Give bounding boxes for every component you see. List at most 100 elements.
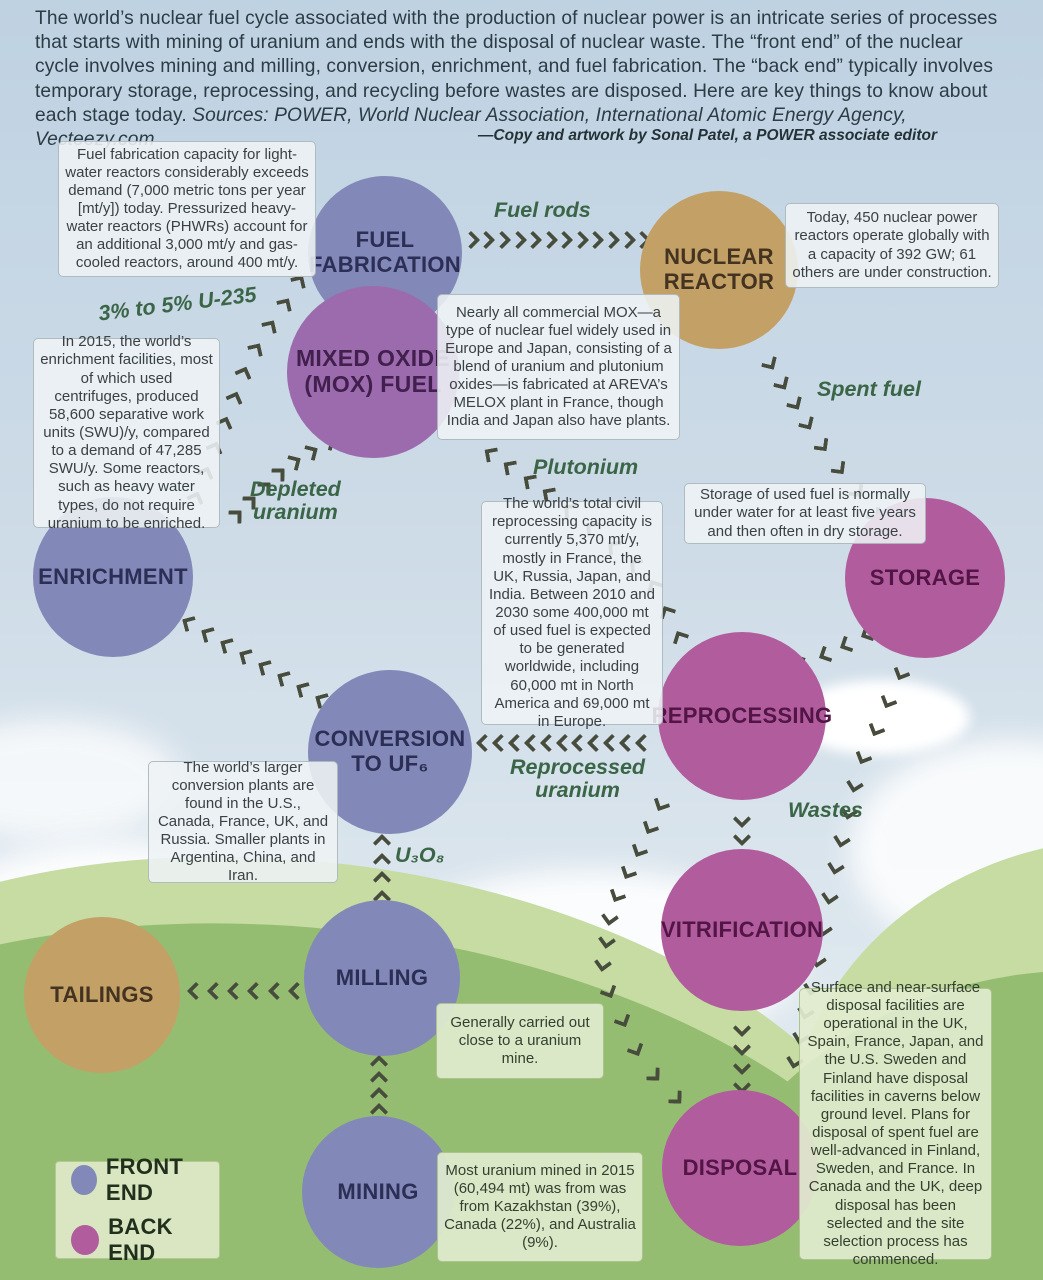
chevron-icon (247, 342, 263, 359)
chevron-icon (646, 1066, 660, 1081)
note-text-conversion: The world’s larger conversion plants are… (157, 758, 329, 885)
chevron-icon (484, 447, 500, 463)
legend-swatch-front-end (71, 1165, 97, 1195)
chevron-icon (618, 733, 638, 753)
legend-item-front-end: FRONT END (56, 1154, 219, 1206)
note-mining: Most uranium mined in 2015 (60,494 mt) w… (437, 1152, 643, 1262)
chevron-icon (200, 626, 217, 643)
chevron-icon (603, 733, 622, 753)
chevron-icon (587, 733, 606, 753)
node-tailings: TAILINGS (24, 917, 180, 1073)
flow-label-depleted-uranium: Depleted uranium (250, 477, 341, 524)
note-text-storage: Storage of used fuel is normally under w… (694, 486, 916, 540)
chevron-icon (668, 1089, 682, 1104)
legend: FRONT END BACK END (55, 1154, 220, 1265)
chevron-icon (761, 354, 777, 370)
chevron-icon (258, 659, 275, 676)
chevron-icon (798, 414, 814, 430)
note-nuclear-reactor: Today, 450 nuclear power reactors operat… (785, 203, 999, 288)
chevron-icon (634, 733, 654, 753)
chevron-icon (833, 829, 852, 848)
chevron-icon (830, 459, 846, 474)
chevron-icon (507, 733, 526, 753)
note-text-milling: Generally carried out close to a uranium… (450, 1013, 590, 1068)
chevron-icon (228, 510, 242, 524)
chevron-icon (820, 886, 840, 905)
chevron-icon (827, 857, 846, 876)
note-text-nuclear-reactor: Today, 450 nuclear power reactors operat… (792, 209, 992, 281)
chevron-icon (785, 394, 802, 410)
flow-label-u3o8: U₃O₈ (395, 843, 445, 867)
note-text-fuel-fabrication: Fuel fabrication capacity for light-wate… (65, 145, 309, 272)
flow-label-plutonium: Plutonium (533, 455, 639, 479)
flow-label-fuel-rods: Fuel rods (494, 198, 591, 222)
node-disposal: DISPOSAL (662, 1090, 818, 1246)
node-reprocessing: REPROCESSING (652, 632, 832, 800)
chevron-icon (302, 445, 319, 461)
chevron-icon (773, 374, 790, 390)
chevron-icon (277, 670, 294, 687)
node-label-disposal: DISPOSAL (682, 1154, 798, 1180)
chevron-icon (631, 840, 649, 857)
node-nuclear-reactor: NUCLEAR REACTOR (640, 191, 798, 349)
note-enrichment: In 2015, the world’s enrichment faciliti… (33, 333, 220, 532)
node-label-enrichment: ENRICHMENT (38, 563, 188, 589)
node-label-fuel-fabrication: FUEL FABRICATION (309, 227, 461, 277)
note-conversion: The world’s larger conversion plants are… (148, 758, 338, 885)
note-reprocessing: The world’s total civil reprocessing cap… (481, 495, 663, 730)
byline: —Copy and artwork by Sonal Patel, a POWE… (477, 127, 937, 144)
chevron-icon (732, 809, 752, 829)
chevron-icon (238, 648, 255, 665)
legend-label-back-end: BACK END (108, 1214, 173, 1265)
intro-text: The world’s nuclear fuel cycle associate… (35, 8, 998, 126)
node-label-mox-fuel: MIXED OXIDE (MOX) FUEL (295, 345, 451, 397)
chevron-icon (818, 646, 836, 663)
node-vitrification: VITRIFICATION (661, 849, 823, 1011)
chevron-icon (261, 320, 278, 337)
chevron-icon (275, 297, 292, 314)
note-fuel-fabrication: Fuel fabrication capacity for light-wate… (58, 141, 316, 277)
node-label-storage: STORAGE (869, 564, 981, 590)
chevron-icon (290, 275, 306, 292)
chevron-icon (654, 795, 671, 812)
legend-label-front-end: FRONT END (105, 1154, 184, 1205)
chevron-icon (503, 460, 519, 476)
chevron-icon (523, 733, 542, 753)
note-milling: Generally carried out close to a uranium… (436, 1003, 604, 1079)
node-label-reprocessing: REPROCESSING (651, 702, 833, 728)
note-text-disposal: Surface and near-surface disposal facili… (807, 978, 984, 1268)
chevron-icon (893, 663, 911, 681)
note-storage: Storage of used fuel is normally under w… (684, 483, 926, 544)
chevron-icon (224, 390, 243, 409)
chevron-icon (296, 681, 313, 698)
chevron-icon (732, 827, 752, 847)
node-label-mining: MINING (337, 1178, 419, 1204)
chevron-icon (372, 834, 392, 853)
node-mining: MINING (302, 1116, 454, 1268)
chevron-icon (181, 615, 198, 632)
chevron-icon (673, 630, 690, 648)
legend-item-back-end: BACK END (56, 1214, 219, 1266)
flow-label-spent-fuel: Spent fuel (817, 377, 921, 401)
legend-swatch-back-end (71, 1225, 100, 1255)
node-label-conversion: CONVERSION TO UF₆ (314, 726, 466, 776)
chevron-icon (219, 637, 236, 654)
note-text-mining: Most uranium mined in 2015 (60,494 mt) w… (444, 1161, 636, 1252)
note-text-mox-fuel: Nearly all commercial MOX—a type of nucl… (445, 303, 672, 430)
node-label-nuclear-reactor: NUCLEAR REACTOR (663, 244, 775, 294)
chevron-icon (845, 774, 864, 793)
intro-paragraph: The world’s nuclear fuel cycle associate… (35, 7, 1010, 152)
note-disposal: Surface and near-surface disposal facili… (799, 979, 992, 1268)
flow-label-reprocessed-uranium: Reprocessed uranium (510, 755, 646, 802)
chevron-icon (234, 365, 252, 384)
node-label-milling: MILLING (335, 964, 429, 990)
node-label-tailings: TAILINGS (50, 981, 154, 1007)
chevron-icon (285, 455, 302, 471)
chevron-icon (642, 817, 660, 835)
chevron-icon (475, 733, 495, 753)
chevron-icon (839, 635, 857, 652)
node-milling: MILLING (304, 900, 460, 1056)
node-label-vitrification: VITRIFICATION (660, 916, 824, 942)
chevron-icon (491, 733, 511, 753)
